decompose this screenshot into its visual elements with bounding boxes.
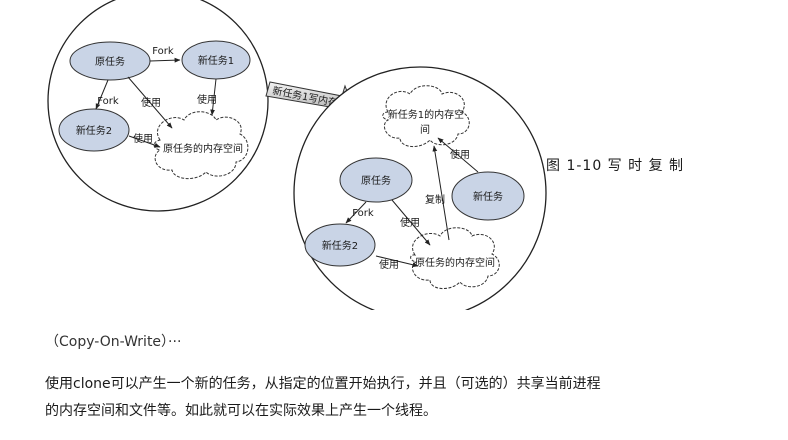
left-fork-arrow-top [149,57,181,63]
right-orig-task-node [339,157,413,203]
left-orig-task-label: 原任务 [95,55,125,68]
left-new-task2-label: 新任务2 [76,124,112,137]
right-new-task2-label: 新任务2 [322,239,358,252]
right-use-center-label: 使用 [400,216,420,229]
left-use-arrow-bottom [128,135,161,148]
right-new-memory-cloud [382,85,470,147]
right-use-arrow-bottom [375,255,419,268]
left-use-arrow-center [127,76,173,129]
right-use-top-label: 使用 [450,148,470,161]
left-use-right-label: 使用 [197,93,217,106]
right-new-memory-label-line2: 间 [420,123,430,136]
left-new-task1-label: 新任务1 [198,54,234,67]
left-fork-arrow-left [95,79,109,110]
right-fork-arrow [345,201,367,224]
right-use-arrow-top [437,137,479,173]
left-memory-label: 原任务的内存空间 [163,142,243,155]
right-memory-label: 原任务的内存空间 [415,256,495,269]
right-new-task-node [451,171,525,221]
right-new-memory-label-line1: 新任务1的内存空 [388,108,464,121]
right-memory-cloud [410,227,500,289]
left-memory-cloud [153,111,249,179]
left-use-center-label: 使用 [141,96,161,109]
right-fork-label: Fork [352,208,374,219]
right-copy-label: 复制 [425,193,445,206]
right-use-arrow-center [391,199,431,246]
left-fork-top-label: Fork [152,46,174,57]
body-paragraph: 使用clone可以产生一个新的任务，从指定的位置开始执行，并且（可选的）共享当前… [45,371,745,425]
left-use-bottom-label: 使用 [133,132,153,145]
right-new-task-label: 新任务 [473,190,503,203]
copy-on-write-diagram: 原任务 新任务1 新任务2 原任务的内存空间 Fork Fork 使用 使用 使… [47,0,547,310]
section-subtitle: （Copy-On-Write）··· [45,334,182,350]
left-fork-left-label: Fork [97,96,119,107]
right-new-task2-node [304,223,376,267]
left-new-task2-node [58,108,130,152]
right-use-bottom-label: 使用 [379,258,399,271]
right-copy-arrow [432,145,450,241]
paragraph-line-2: 的内存空间和文件等。如此就可以在实际效果上产生一个线程。 [45,403,437,419]
figure-caption: 图 1-10 写 时 复 制 [546,158,685,174]
left-use-arrow-right [210,78,217,116]
paragraph-line-1: 使用clone可以产生一个新的任务，从指定的位置开始执行，并且（可选的）共享当前… [45,376,601,392]
right-orig-task-label: 原任务 [361,174,391,187]
